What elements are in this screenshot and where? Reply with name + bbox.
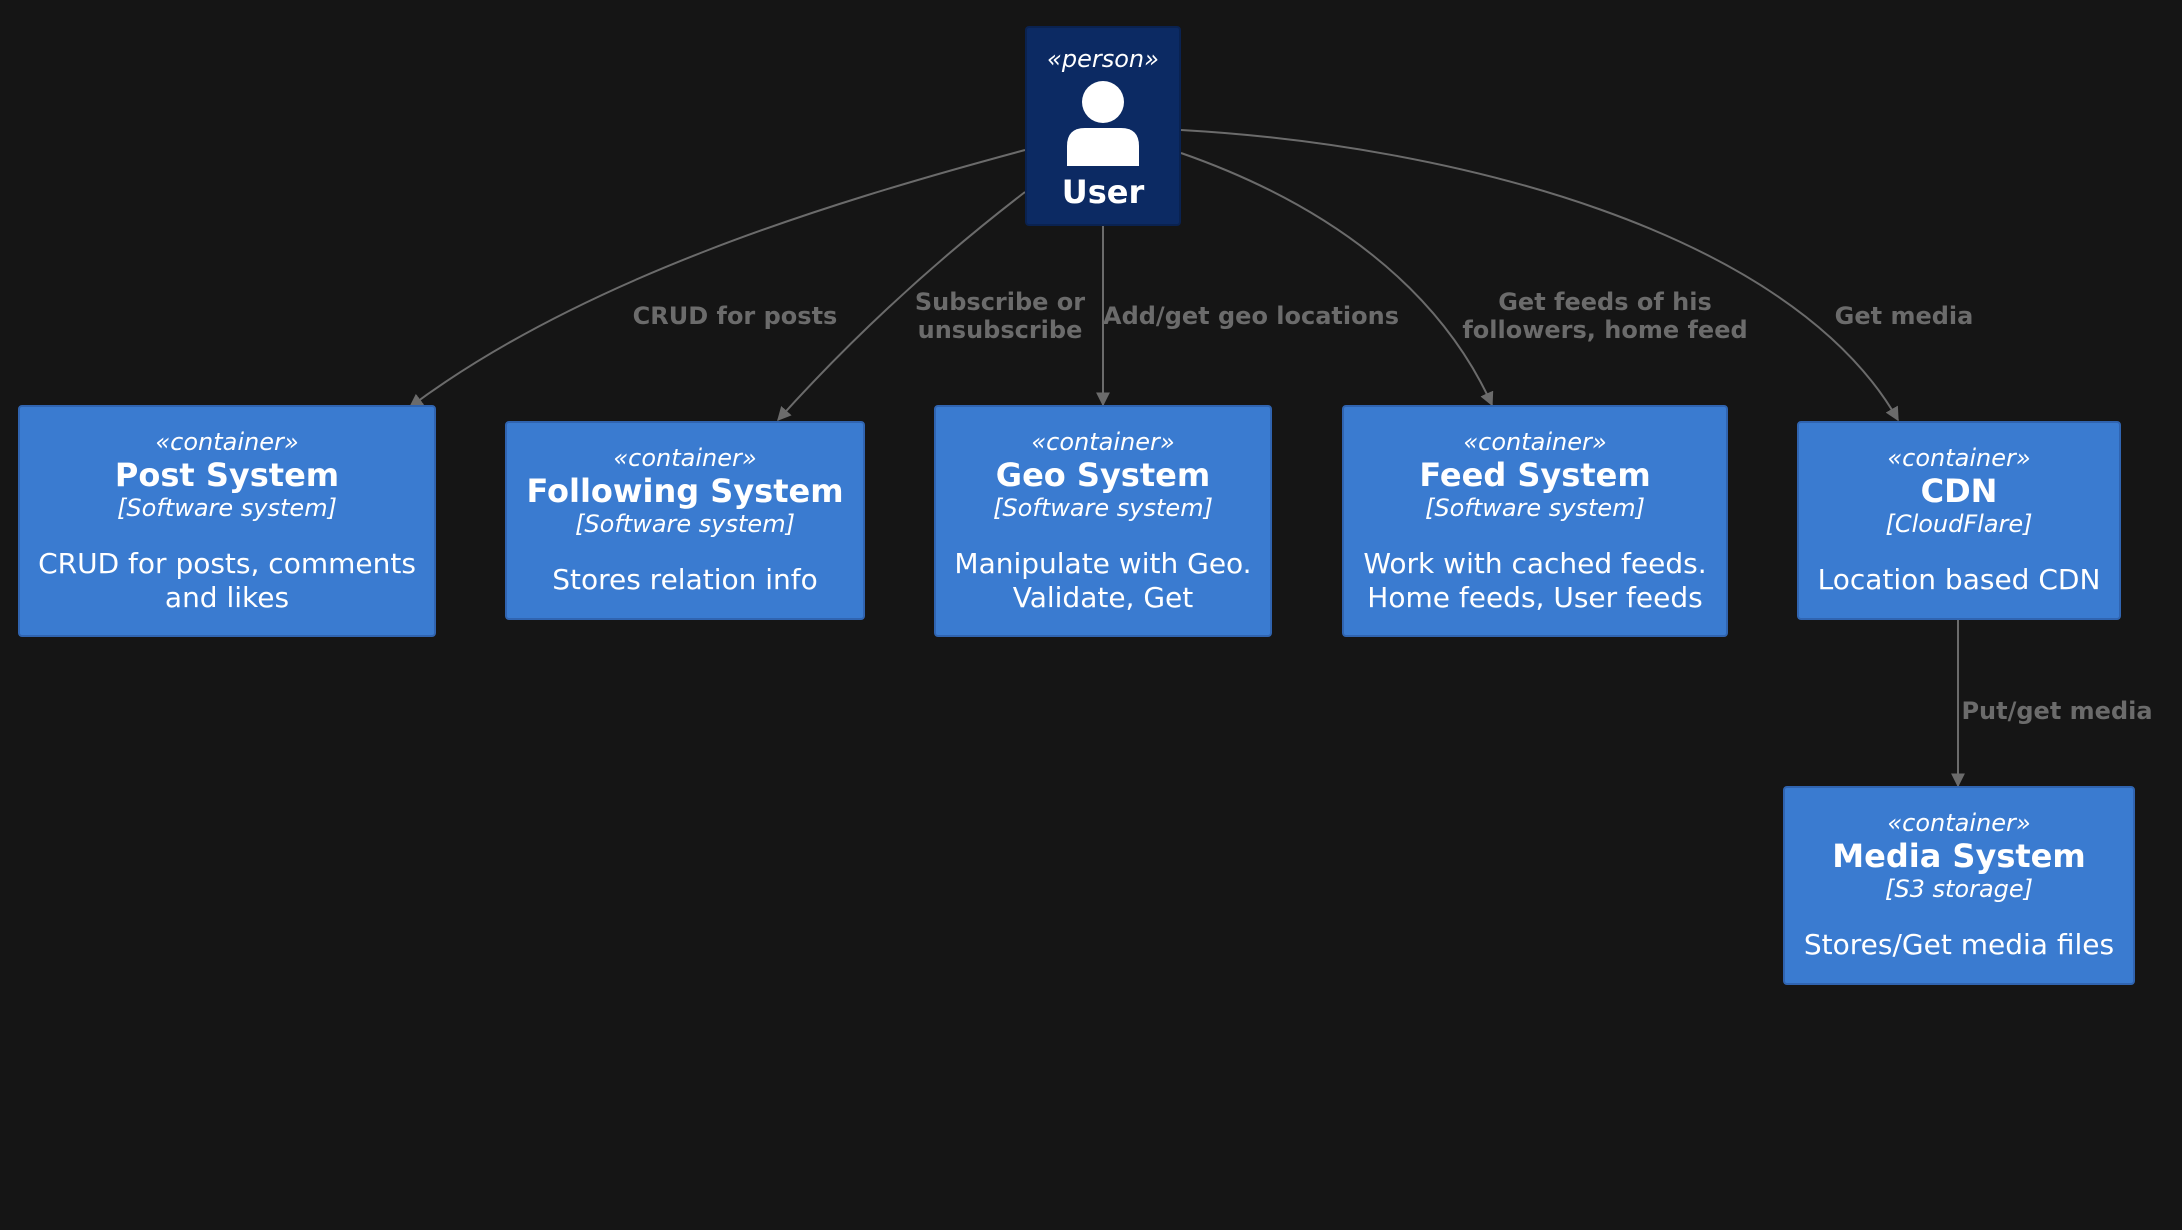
post-system-title: Post System <box>114 456 340 494</box>
cdn-stereotype: «container» <box>1887 444 2031 472</box>
geo-system-container[interactable]: «container» Geo System [Software system]… <box>934 405 1272 637</box>
media-system-title: Media System <box>1832 837 2086 875</box>
relation-user-feed <box>1180 152 1494 407</box>
post-system-description: CRUD for posts, comments and likes <box>38 547 416 614</box>
relation-user-post <box>408 149 1026 408</box>
geo-system-technology: [Software system] <box>993 494 1213 522</box>
relation-label-get-media: Get media <box>1834 302 1974 330</box>
following-system-technology: [Software system] <box>575 510 795 538</box>
cdn-title: CDN <box>1920 472 1998 510</box>
post-system-technology: [Software system] <box>117 494 337 522</box>
following-system-container[interactable]: «container» Following System [Software s… <box>505 421 865 620</box>
cdn-container[interactable]: «container» CDN [CloudFlare] Location ba… <box>1797 421 2121 620</box>
media-system-container[interactable]: «container» Media System [S3 storage] St… <box>1783 786 2135 985</box>
geo-system-description: Manipulate with Geo. Validate, Get <box>954 547 1252 614</box>
following-system-title: Following System <box>526 472 844 510</box>
feed-system-stereotype: «container» <box>1463 428 1607 456</box>
post-system-stereotype: «container» <box>155 428 299 456</box>
media-system-stereotype: «container» <box>1887 809 2031 837</box>
relation-user-following <box>777 191 1026 422</box>
feed-system-description: Work with cached feeds. Home feeds, User… <box>1363 547 1707 614</box>
geo-system-title: Geo System <box>995 456 1211 494</box>
feed-system-technology: [Software system] <box>1425 494 1645 522</box>
following-system-stereotype: «container» <box>613 444 757 472</box>
user-person[interactable]: «person» User <box>1025 26 1181 226</box>
relation-label-subscribe: Subscribe or unsubscribe <box>914 288 1086 344</box>
relation-label-put-get-media: Put/get media <box>1961 697 2153 725</box>
user-name: User <box>1061 173 1145 211</box>
post-system-container[interactable]: «container» Post System [Software system… <box>18 405 436 637</box>
feed-system-title: Feed System <box>1419 456 1651 494</box>
relation-label-geo-locations: Add/get geo locations <box>1103 302 1399 330</box>
relation-label-crud-posts: CRUD for posts <box>632 302 838 330</box>
feed-system-container[interactable]: «container» Feed System [Software system… <box>1342 405 1728 637</box>
relation-user-cdn <box>1180 129 1899 422</box>
cdn-technology: [CloudFlare] <box>1885 510 2033 538</box>
user-stereotype: «person» <box>1047 45 1159 73</box>
following-system-description: Stores relation info <box>552 563 818 596</box>
user-icon <box>1067 81 1139 166</box>
cdn-description: Location based CDN <box>1817 563 2101 596</box>
media-system-technology: [S3 storage] <box>1884 875 2034 903</box>
geo-system-stereotype: «container» <box>1031 428 1175 456</box>
relation-label-feeds: Get feeds of his followers, home feed <box>1462 288 1748 344</box>
media-system-description: Stores/Get media files <box>1803 928 2115 961</box>
